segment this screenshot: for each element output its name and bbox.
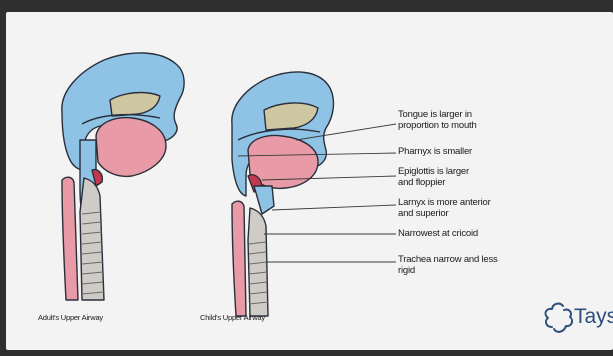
child-esophagus: [232, 201, 246, 316]
caption-child-airway: Child's Upper Airway: [200, 313, 265, 322]
label-pharynx: Pharnyx is smaller: [398, 147, 472, 158]
tays-logo-icon: [545, 304, 572, 332]
label-tongue: Tongue is larger in proportion to mouth: [398, 110, 477, 131]
adult-tongue: [96, 118, 166, 177]
label-epiglottis: Epiglottis is larger and floppier: [398, 167, 469, 188]
adult-esophagus: [62, 177, 78, 300]
label-cricoid: Narrowest at cricoid: [398, 229, 478, 240]
adult-airway-illustration: [62, 53, 184, 300]
label-larynx: Larnyx is more anterior and superior: [398, 198, 491, 219]
child-larynx: [254, 186, 274, 214]
child-airway-illustration: [232, 72, 334, 316]
adult-trachea: [80, 178, 104, 300]
tays-logo-text: Tays: [574, 305, 613, 329]
caption-adult-airway: Adult's Upper Airway: [38, 313, 103, 322]
label-trachea: Trachea narrow and less rigid: [398, 255, 498, 276]
leader-larynx: [272, 205, 396, 210]
